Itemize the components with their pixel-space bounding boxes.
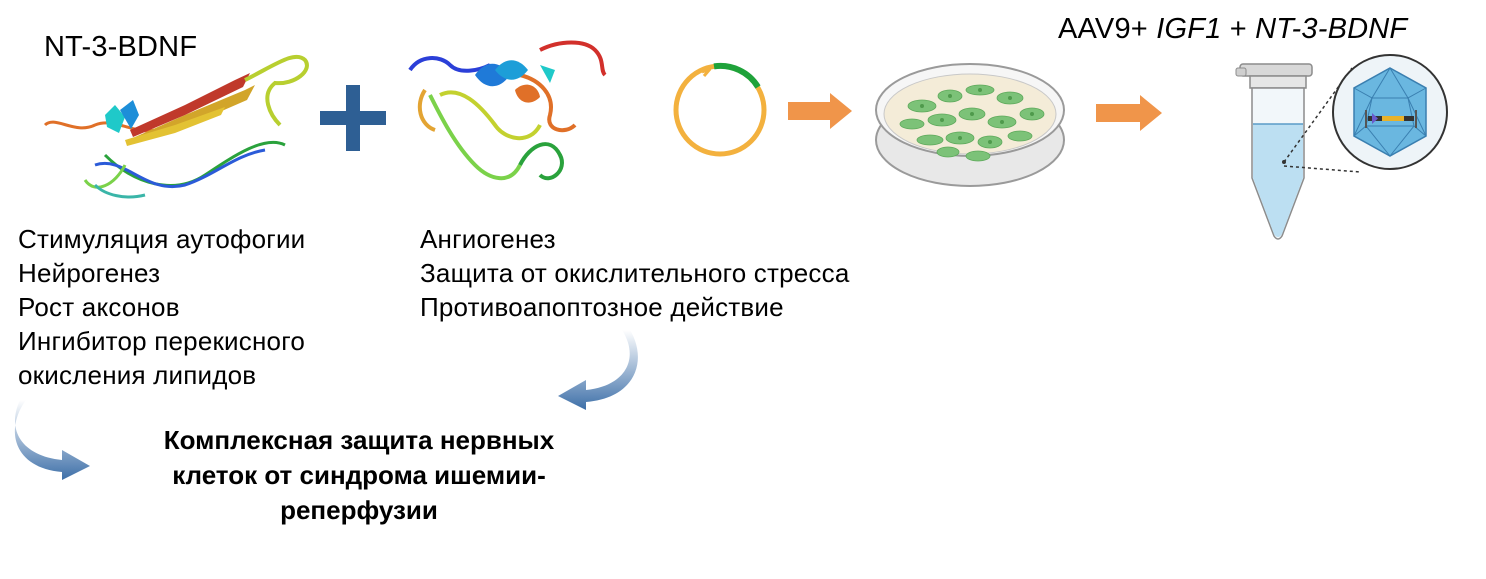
vector-prefix: AAV9+ [1058,13,1157,45]
ribbon-protein-structure-icon [43,54,309,199]
effect-item: окисления липидов [18,360,257,390]
curved-arrow-icon [14,400,91,480]
effect-item: Противоапоптозное действие [420,292,784,322]
curved-arrow-icon [558,330,638,410]
plus-icon [320,85,386,151]
effect-item: Стимуляция аутофогии [18,224,306,254]
arrow-right-icon [1096,95,1162,131]
vector-gene2: NT-3-BDNF [1255,13,1408,45]
petri-dish-cells-icon [875,63,1065,187]
effect-item: Нейрогенез [18,258,161,288]
effect-item: Рост аксонов [18,292,180,322]
conclusion-line: клеток от синдрома ишемии- [172,460,546,490]
plasmid-ring-icon [673,62,767,157]
test-tube-icon [1235,63,1313,240]
effects-left-list: Стимуляция аутофогии Нейрогенез Рост акс… [18,222,305,392]
protein-left-title: NT-3-BDNF [44,31,198,63]
vector-title: AAV9+ IGF1 + NT-3-BDNF [1058,12,1407,46]
effect-item: Ангиогенез [420,224,556,254]
vector-plus: + [1221,13,1256,45]
effects-right-list: Ангиогенез Защита от окислительного стре… [420,222,849,324]
effect-item: Ингибитор перекисного [18,326,305,356]
aav-capsid-icon [1332,54,1448,170]
vector-gene1: IGF1 [1156,13,1222,45]
effect-item: Защита от окислительного стресса [420,258,850,288]
ribbon-protein-structure-icon [408,40,607,181]
arrow-right-icon [788,93,852,129]
conclusion-line: реперфузии [280,495,438,525]
conclusion-text: Комплексная защита нервных клеток от син… [120,423,598,528]
conclusion-line: Комплексная защита нервных [163,425,555,455]
